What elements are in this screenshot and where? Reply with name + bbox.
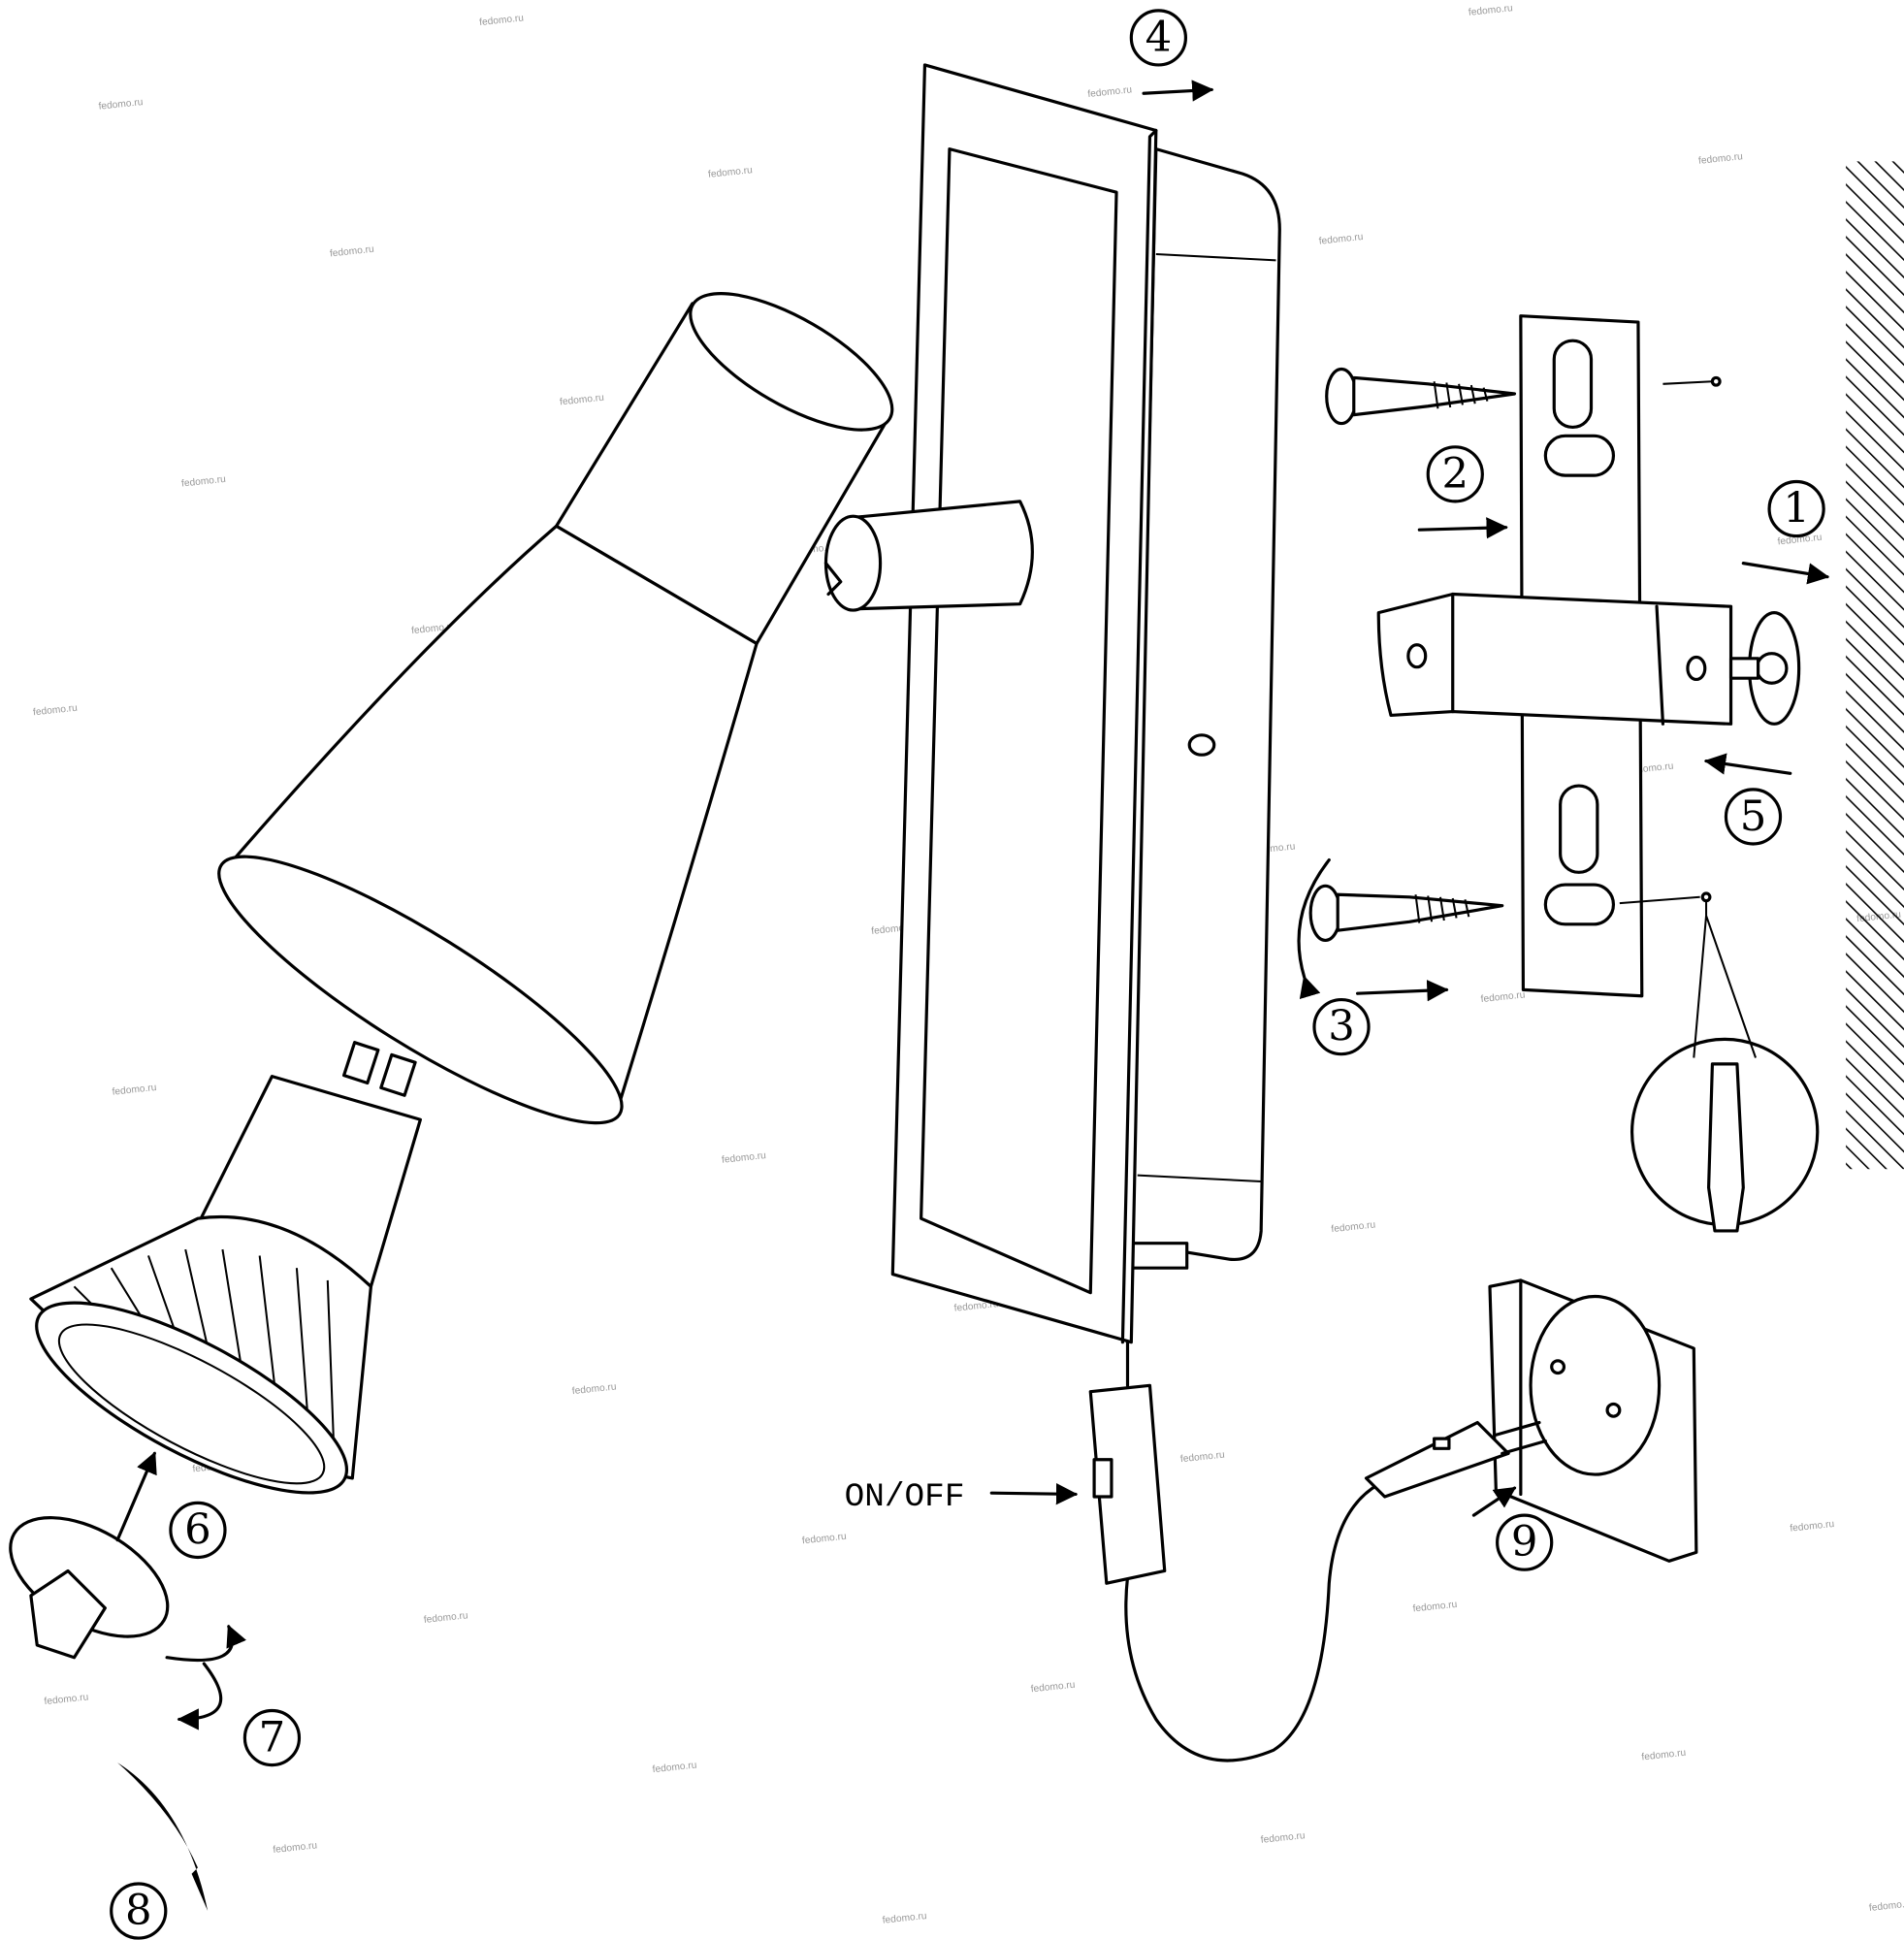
step-label-4: 4 — [1129, 9, 1188, 67]
gu10-bulb — [29, 1041, 422, 1495]
svg-text:8: 8 — [125, 1887, 152, 1935]
svg-text:5: 5 — [1740, 792, 1767, 841]
watermark-text: fedomo.ru — [1412, 1600, 1458, 1615]
svg-text:6: 6 — [184, 1505, 211, 1554]
step-label-2: 2 — [1426, 445, 1484, 503]
watermark-text: fedomo.ru — [98, 97, 144, 113]
watermark-text: fedomo.ru — [1698, 151, 1744, 167]
power-cord — [1124, 1341, 1380, 1762]
watermark-text: fedomo.ru — [330, 244, 375, 260]
watermark-text: fedomo.ru — [181, 474, 227, 490]
watermark-text: fedomo.ru — [1179, 1450, 1225, 1466]
step-label-9: 9 — [1496, 1513, 1554, 1571]
step-label-3: 3 — [1312, 997, 1371, 1056]
svg-text:1: 1 — [1783, 485, 1810, 534]
step-label-7: 7 — [242, 1708, 302, 1767]
step-label-8: 8 — [110, 1882, 168, 1940]
svg-text:3: 3 — [1328, 1003, 1355, 1051]
watermark-text: fedomo.ru — [1087, 84, 1133, 100]
box-screw-hole — [1187, 733, 1216, 757]
retaining-cap — [9, 1516, 170, 1660]
plug — [1364, 1420, 1547, 1499]
watermark-text: fedomo.ru — [273, 1840, 318, 1856]
watermark-text: fedomo.ru — [1790, 1519, 1835, 1535]
watermark-text: fedomo.ru — [708, 165, 754, 180]
fixing-screw — [1728, 611, 1801, 726]
watermark-text: fedomo.ru — [33, 703, 79, 719]
switch-label: ON/OFF — [845, 1478, 965, 1516]
svg-text:2: 2 — [1442, 450, 1469, 499]
watermark-text: fedomo.ru — [882, 1911, 927, 1926]
watermark-text: fedomo.ru — [423, 1610, 468, 1626]
watermark-text: fedomo.ru — [1480, 989, 1526, 1005]
cable-exit — [1129, 1242, 1189, 1270]
watermark-text: fedomo.ru — [1468, 3, 1513, 18]
lamp-arm — [823, 500, 1034, 612]
watermark-text: fedomo.ru — [571, 1381, 617, 1397]
wall-screw-bottom — [1297, 857, 1504, 1000]
step-label-5: 5 — [1724, 788, 1783, 846]
watermark-text: fedomo.ru — [1641, 1748, 1687, 1763]
watermark-text: fedomo.ru — [112, 1083, 157, 1098]
wall-screw-top — [1325, 367, 1517, 426]
arrows — [115, 80, 1830, 1912]
step-label-6: 6 — [169, 1501, 227, 1560]
watermark-text: fedomo.ru — [479, 13, 525, 28]
mounting-box — [1129, 147, 1281, 1261]
svg-text:9: 9 — [1511, 1518, 1538, 1567]
wall-plug-detail — [1619, 375, 1820, 1233]
watermark-text: fedomo.ru — [1331, 1219, 1376, 1235]
back-plate-inner-panel — [920, 147, 1118, 1295]
step-label-1: 1 — [1767, 479, 1825, 538]
watermark-text: fedomo.ru — [44, 1692, 89, 1707]
watermark-text: fedomo.ru — [1318, 232, 1364, 247]
watermark-text: fedomo.ru — [652, 1761, 697, 1776]
mounting-bracket — [1376, 314, 1733, 998]
watermark-text: fedomo.ru — [801, 1532, 847, 1547]
watermark-text: fedomo.ru — [722, 1150, 767, 1166]
wall-hatching — [1846, 161, 1904, 1170]
inline-switch — [1088, 1383, 1167, 1585]
watermark-text: fedomo.ru — [560, 393, 605, 408]
svg-text:7: 7 — [259, 1714, 286, 1762]
watermark-text: fedomo.ru — [1868, 1898, 1904, 1914]
watermark-text: fedomo.ru — [1030, 1680, 1076, 1696]
svg-text:4: 4 — [1146, 14, 1173, 62]
lamp-shade — [217, 292, 894, 1125]
watermark-text: fedomo.ru — [1260, 1830, 1306, 1846]
